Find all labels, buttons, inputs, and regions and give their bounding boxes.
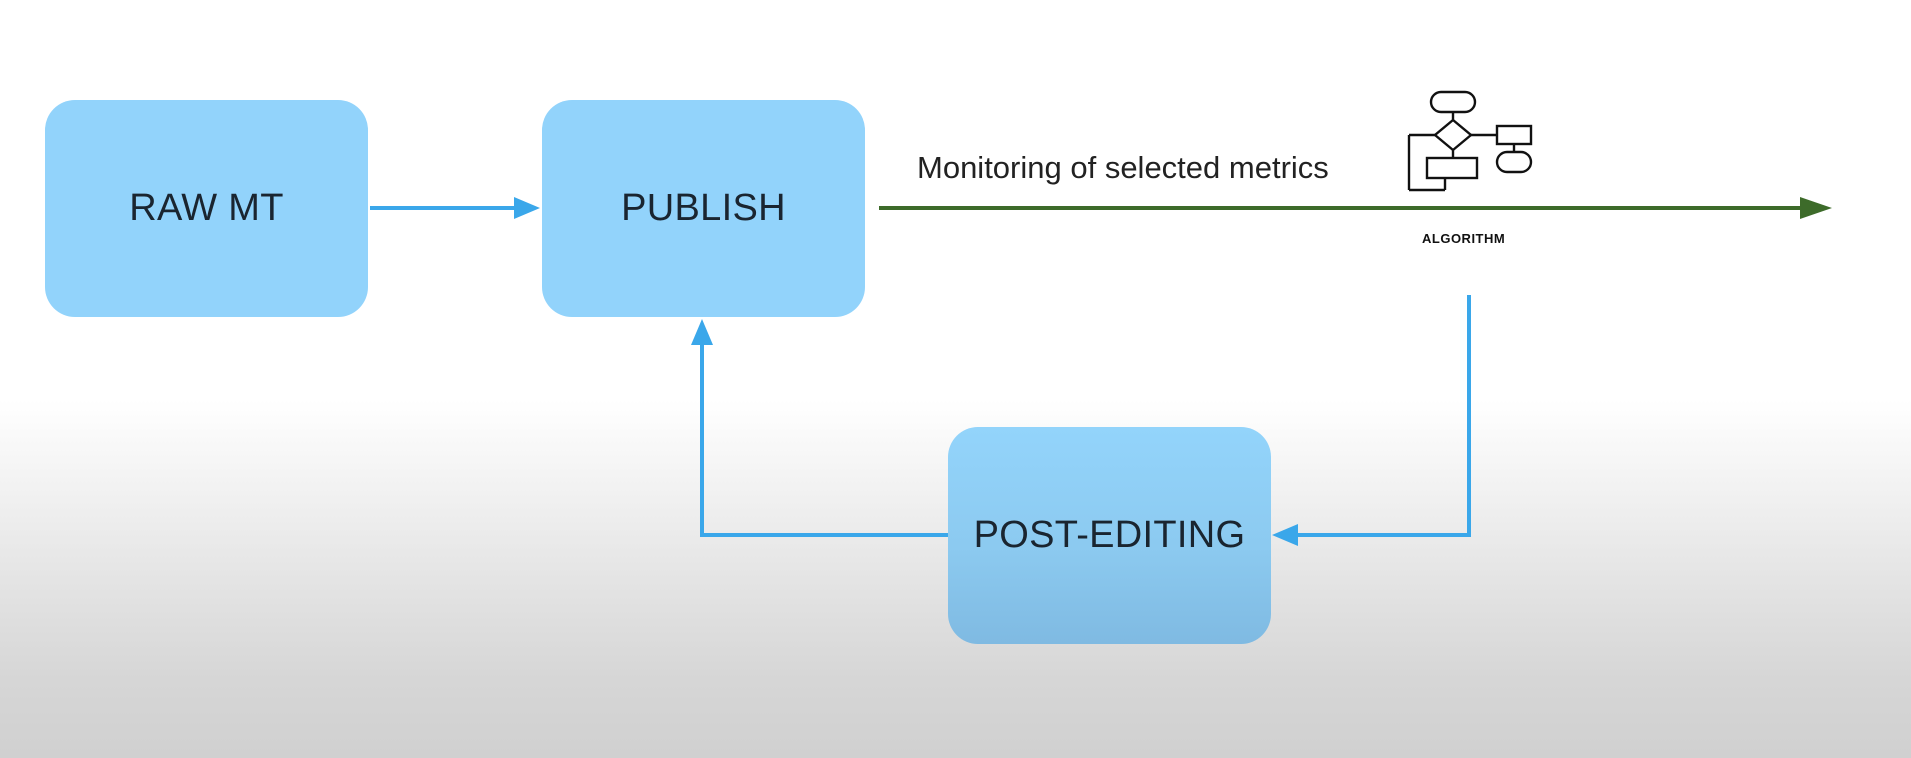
flowchart-icon bbox=[1407, 90, 1533, 192]
node-post-editing-label: POST-EDITING bbox=[973, 514, 1246, 556]
monitoring-arrow bbox=[879, 197, 1832, 219]
node-publish: PUBLISH bbox=[542, 100, 865, 317]
algorithm-label: ALGORITHM bbox=[1422, 231, 1506, 246]
monitoring-label: Monitoring of selected metrics bbox=[917, 150, 1329, 185]
node-post-editing: POST-EDITING bbox=[948, 427, 1271, 644]
arrow-algorithm-to-post-editing bbox=[1272, 295, 1471, 546]
node-publish-label: PUBLISH bbox=[621, 187, 786, 229]
arrow-raw-to-publish bbox=[370, 197, 540, 219]
arrow-post-editing-to-publish bbox=[691, 319, 948, 537]
node-raw-mt-label: RAW MT bbox=[129, 187, 284, 229]
node-raw-mt: RAW MT bbox=[45, 100, 368, 317]
